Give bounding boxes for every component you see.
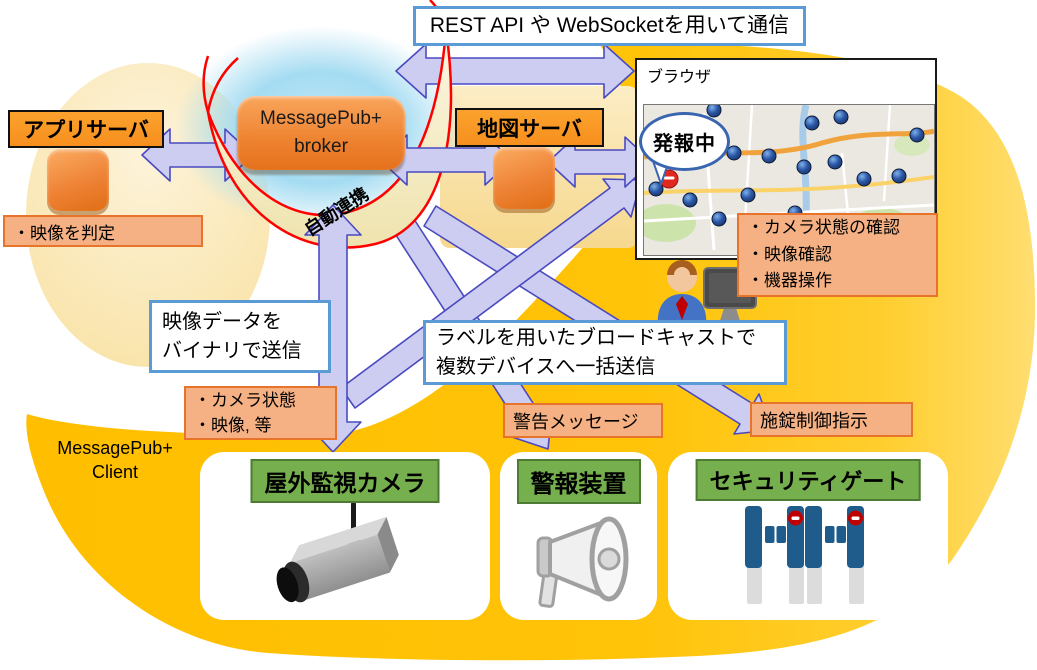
camera-marker-icon: [833, 109, 849, 125]
lock-control-note: 施錠制御指示: [750, 402, 913, 437]
camera-marker-icon: [706, 105, 722, 117]
camera-status-line: ・映像, 等: [194, 416, 272, 435]
camera-marker-icon: [682, 192, 698, 207]
client-label-line2: Client: [91, 462, 139, 483]
binary-send-note: 映像データを バイナリで送信: [149, 300, 331, 373]
alarm-message-note: 警告メッセージ: [503, 403, 663, 438]
broadcast-line: ラベルを用いたブロードキャストで: [436, 326, 756, 349]
operator-note-line: ・機器操作: [747, 271, 832, 291]
broker-name-line2: broker: [294, 136, 348, 157]
camera-status-note: ・カメラ状態 ・映像, 等: [184, 386, 337, 440]
broker-node: MessagePub+ broker: [237, 96, 405, 170]
device-gate: セキュリティゲート: [668, 452, 948, 620]
map-server-icon: [493, 147, 555, 209]
camera-marker-icon: [909, 127, 925, 143]
operator-note-line: ・映像確認: [747, 244, 832, 264]
device-camera: 屋外監視カメラ: [200, 452, 490, 620]
gate-icon: [745, 506, 864, 604]
camera-marker-icon: [804, 115, 820, 131]
alert-bubble: 発報中: [639, 112, 730, 171]
binary-send-line: 映像データを: [162, 310, 282, 333]
megaphone-icon: [536, 516, 629, 608]
app-server-icon: [47, 149, 109, 211]
alert-bubble-text: 発報中: [653, 133, 716, 155]
camera-marker-icon: [648, 181, 664, 197]
camera-marker-icon: [827, 154, 843, 170]
broadcast-line: 複数デバイスへ一括送信: [436, 355, 656, 378]
device-alarm: 警報装置: [500, 452, 657, 620]
broadcast-note: ラベルを用いたブロードキャストで 複数デバイスへ一括送信: [423, 320, 787, 385]
lock-control-text: 施錠制御指示: [760, 410, 868, 431]
camera-marker-icon: [761, 148, 777, 164]
rest-api-banner: REST API や WebSocketを用いて通信: [413, 6, 806, 46]
camera-status-line: ・カメラ状態: [194, 390, 296, 410]
browser-title: ブラウザ: [647, 69, 712, 86]
camera-marker-icon: [891, 168, 907, 183]
camera-marker-icon: [726, 145, 742, 161]
map-server-label-text: 地図サーバ: [477, 117, 582, 141]
camera-marker-icon: [740, 187, 756, 203]
rest-api-banner-text: REST API や WebSocketを用いて通信: [429, 13, 790, 37]
camera-marker-icon: [796, 159, 811, 174]
app-server-label: アプリサーバ: [8, 110, 164, 148]
device-alarm-label: 警報装置: [516, 459, 641, 504]
device-gate-label: セキュリティゲート: [695, 459, 921, 501]
app-server-note: ・映像を判定: [3, 215, 203, 247]
map-server-label: 地図サーバ: [455, 108, 604, 147]
arrow-broker-browser: [395, 43, 635, 99]
binary-send-line: バイナリで送信: [162, 339, 302, 362]
client-label-line1: MessagePub+: [57, 438, 173, 458]
alarm-message-text: 警告メッセージ: [513, 411, 639, 432]
operator-note-line: ・カメラ状態の確認: [747, 218, 900, 238]
camera-icon: [276, 502, 399, 603]
client-label: MessagePub+ Client: [35, 436, 195, 485]
device-camera-label: 屋外監視カメラ: [250, 459, 440, 503]
app-server-note-text: ・映像を判定: [13, 223, 115, 243]
broker-name-line1: MessagePub+: [260, 108, 382, 130]
operator-note: ・カメラ状態の確認 ・映像確認 ・機器操作: [737, 213, 938, 297]
camera-marker-icon: [856, 171, 872, 186]
app-server-label-text: アプリサーバ: [23, 119, 149, 142]
camera-marker-icon: [711, 211, 727, 227]
